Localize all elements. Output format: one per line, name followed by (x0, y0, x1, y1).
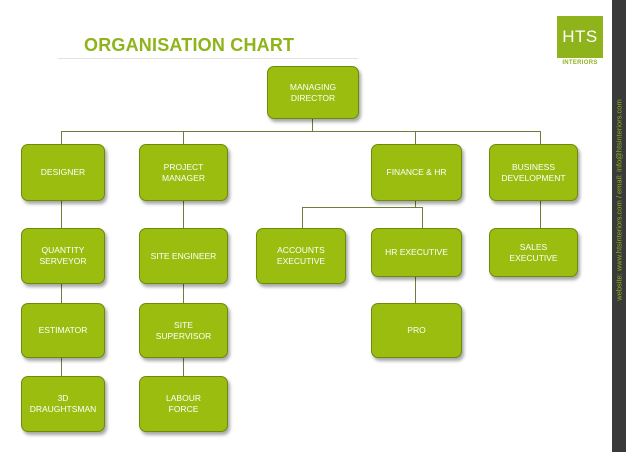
connector-to-hr-exec (422, 207, 423, 228)
node-finance-hr: FINANCE & HR (371, 144, 462, 201)
page-title: ORGANISATION CHART (84, 35, 295, 55)
connector-to-project-manager (183, 131, 184, 144)
connector-md-down (312, 118, 313, 131)
title-divider (58, 58, 358, 59)
connector-to-finance-hr (415, 131, 416, 144)
node-project-manager: PROJECT MANAGER (139, 144, 228, 201)
connector-to-designer (61, 131, 62, 144)
node-designer: DESIGNER (21, 144, 105, 201)
contact-sidebar (612, 0, 626, 452)
node-estimator: ESTIMATOR (21, 303, 105, 358)
node-site-supervisor: SITE SUPERVISOR (139, 303, 228, 358)
connector-to-business-dev (540, 131, 541, 144)
node-pro: PRO (371, 303, 462, 358)
node-site-engineer: SITE ENGINEER (139, 228, 228, 284)
connector-top-bus (61, 131, 541, 132)
connector-pm-chain (183, 200, 184, 376)
hts-logo: HTS (557, 16, 603, 58)
node-business-development: BUSINESS DEVELOPMENT (489, 144, 578, 201)
node-hr-executive: HR EXECUTIVE (371, 228, 462, 277)
node-quantity-surveyor: QUANTITY SERVEYOR (21, 228, 105, 284)
node-labour-force: LABOUR FORCE (139, 376, 228, 432)
connector-finance-bus (302, 207, 423, 208)
node-3d-draughtsman: 3D DRAUGHTSMAN (21, 376, 105, 432)
node-managing-director: MANAGING DIRECTOR (267, 66, 359, 119)
connector-bd-to-sales (540, 200, 541, 228)
logo-text: HTS (562, 27, 598, 46)
node-accounts-executive: ACCOUNTS EXECUTIVE (256, 228, 346, 284)
connector-finance-down (415, 200, 416, 208)
node-sales-executive: SALES EXECUTIVE (489, 228, 578, 277)
connector-hr-to-pro (415, 276, 416, 304)
connector-to-accounts (302, 207, 303, 228)
contact-info: website: www.htsinteriors.com / email: i… (614, 99, 624, 301)
logo-subtext: INTERIORS (562, 60, 598, 66)
connector-designer-chain (61, 200, 62, 376)
